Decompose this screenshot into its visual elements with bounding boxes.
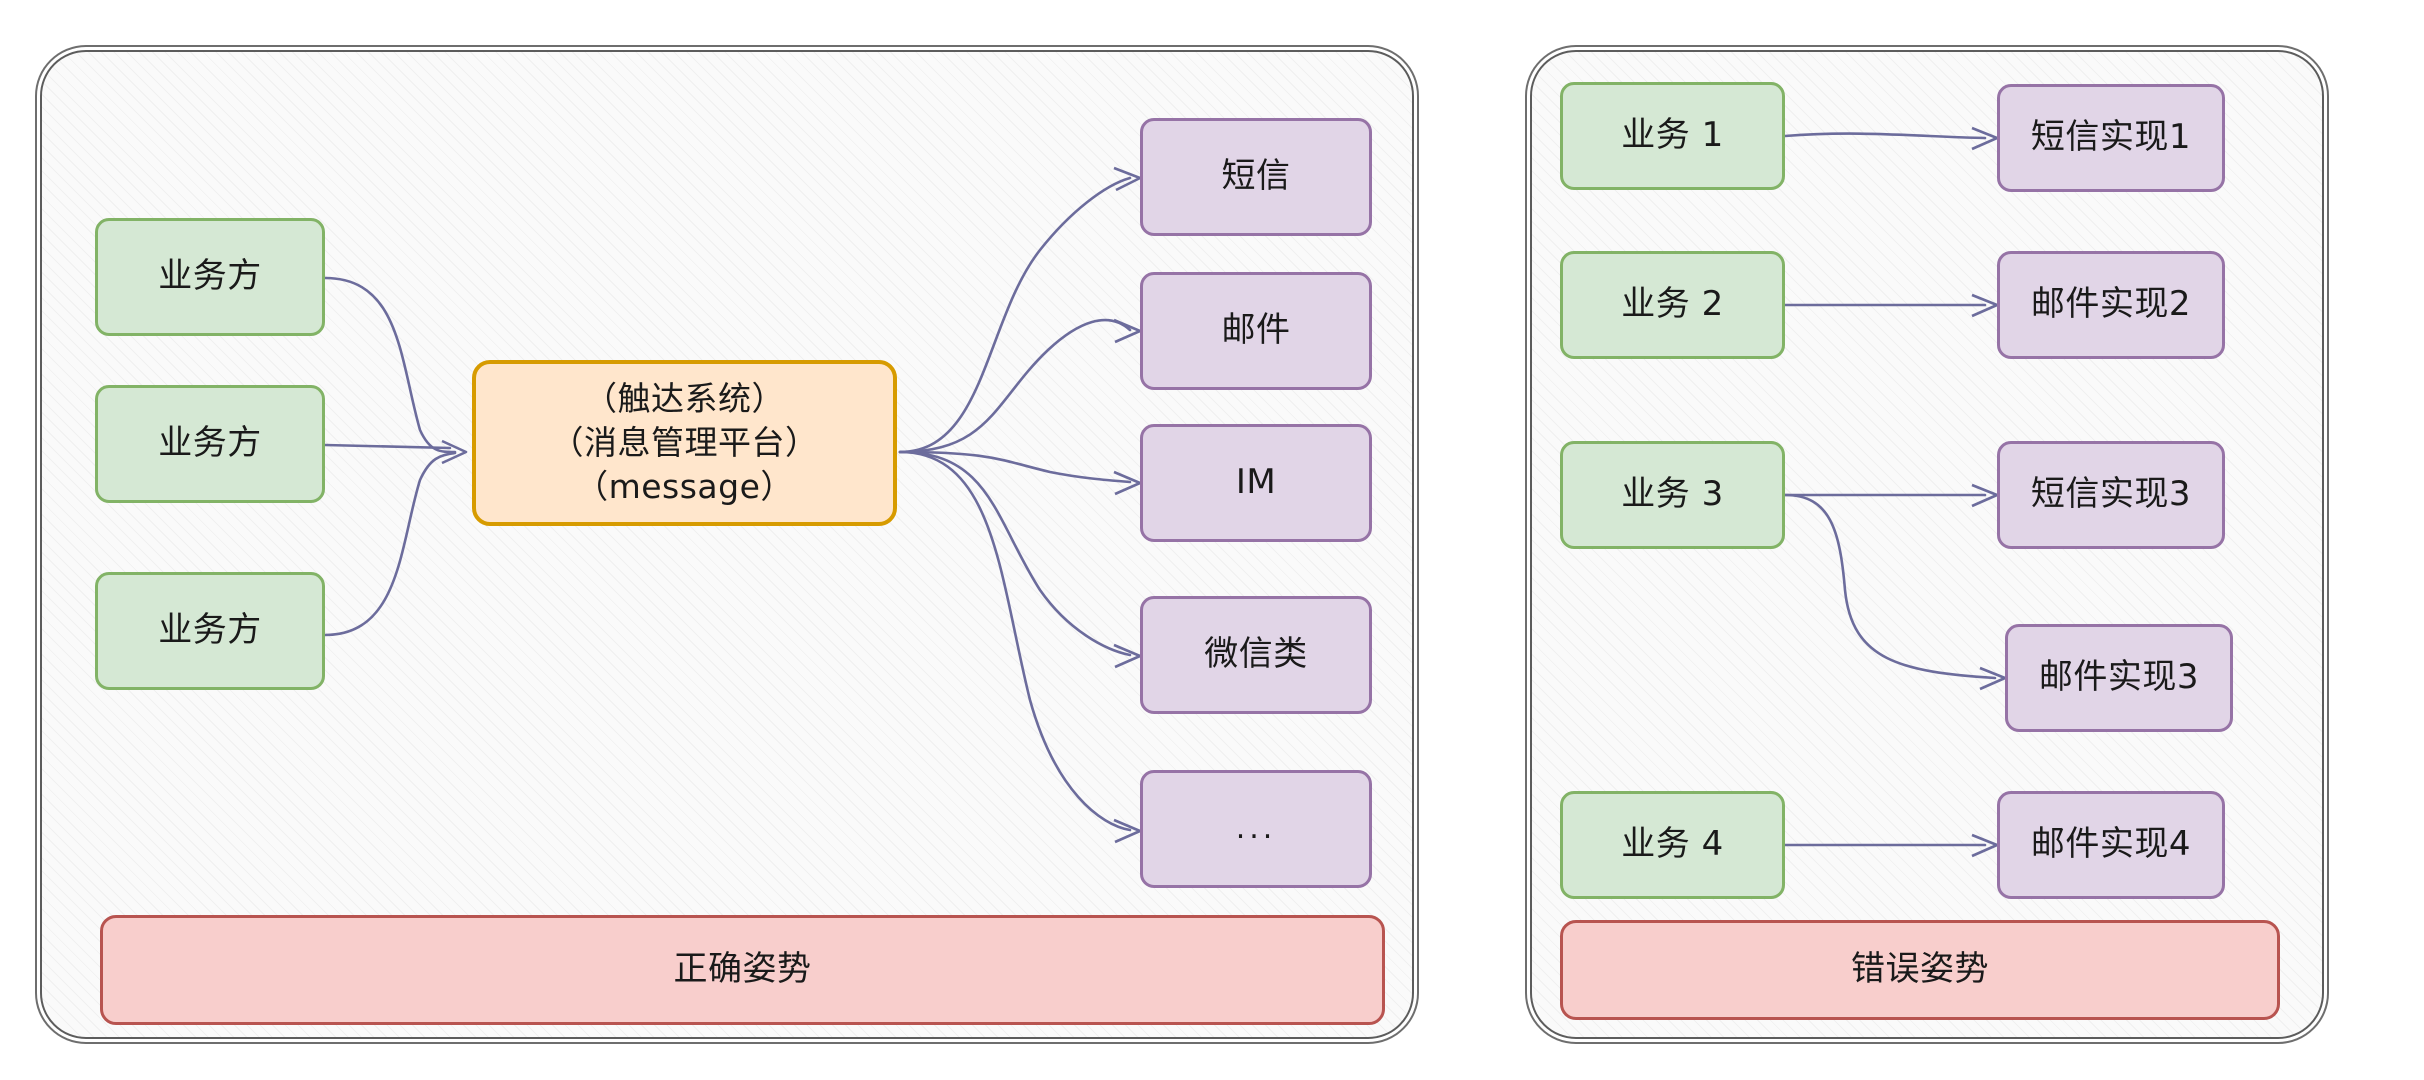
right-service-node-3[interactable]: 业务 3 xyxy=(1560,441,1785,549)
left-channel-node-more[interactable]: ... xyxy=(1140,770,1372,888)
left-channel-node-email[interactable]: 邮件 xyxy=(1140,272,1372,390)
left-producer-node-3[interactable]: 业务方 xyxy=(95,572,325,690)
right-impl-node-sms-1[interactable]: 短信实现1 xyxy=(1997,84,2225,192)
message-hub-node[interactable]: （触达系统） （消息管理平台） （message） xyxy=(472,360,897,526)
left-channel-node-im[interactable]: IM xyxy=(1140,424,1372,542)
left-panel-caption: 正确姿势 xyxy=(100,915,1385,1025)
right-panel-caption: 错误姿势 xyxy=(1560,920,2280,1020)
right-service-node-1[interactable]: 业务 1 xyxy=(1560,82,1785,190)
left-channel-node-sms[interactable]: 短信 xyxy=(1140,118,1372,236)
right-service-node-2[interactable]: 业务 2 xyxy=(1560,251,1785,359)
left-producer-node-2[interactable]: 业务方 xyxy=(95,385,325,503)
right-impl-node-email-2[interactable]: 邮件实现2 xyxy=(1997,251,2225,359)
left-channel-node-wechat[interactable]: 微信类 xyxy=(1140,596,1372,714)
right-impl-node-sms-3[interactable]: 短信实现3 xyxy=(1997,441,2225,549)
right-service-node-4[interactable]: 业务 4 xyxy=(1560,791,1785,899)
left-producer-node-1[interactable]: 业务方 xyxy=(95,218,325,336)
right-impl-node-email-4[interactable]: 邮件实现4 xyxy=(1997,791,2225,899)
right-impl-node-email-3[interactable]: 邮件实现3 xyxy=(2005,624,2233,732)
